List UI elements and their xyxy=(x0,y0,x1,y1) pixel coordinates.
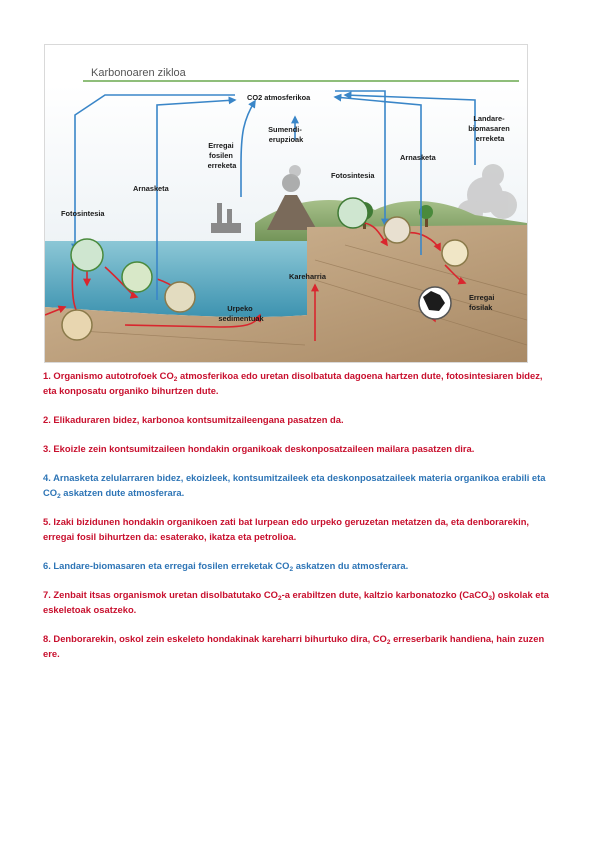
carbon-cycle-diagram: Karbonoaren zikloa xyxy=(44,44,528,363)
tree-circle xyxy=(337,197,369,229)
explanation-item-5: 5. Izaki bizidunen hondakin organikoen z… xyxy=(43,514,555,544)
explanation-item-4: 4. Arnasketa zelularraren bidez, ekoizle… xyxy=(43,470,555,500)
subscript: 3 xyxy=(488,595,493,602)
explanation-list: 1. Organismo autotrofoek CO2 atmosferiko… xyxy=(43,368,555,675)
label-urpeko-sedimentuak: Urpeko sedimentuak xyxy=(218,304,264,323)
item-text: erreserbarik handiena, hain zuzen ere. xyxy=(43,633,545,659)
volcano xyxy=(267,195,317,230)
animal-circle xyxy=(383,216,411,244)
subscript: 2 xyxy=(289,566,294,573)
label-fotosintesia-left: Fotosintesia xyxy=(61,209,105,218)
subscript: 2 xyxy=(57,493,61,500)
subscript: 2 xyxy=(173,376,178,383)
item-text: 6. Landare-biomasaren eta erregai fosile… xyxy=(43,560,290,571)
item-text: -a erabiltzen dute, kaltzio karbonatozko… xyxy=(281,589,489,600)
factory xyxy=(211,203,241,233)
sediment-circle xyxy=(61,309,93,341)
explanation-item-6: 6. Landare-biomasaren eta erregai fosile… xyxy=(43,558,555,573)
diagram-title: Karbonoaren zikloa xyxy=(91,67,187,79)
item-text: 7. Zenbait itsas organismok uretan disol… xyxy=(43,589,278,600)
label-kareharria: Kareharria xyxy=(289,272,327,281)
item-text: askatzen dute atmosferara. xyxy=(60,487,185,498)
item-text: 5. Izaki bizidunen hondakin organikoen z… xyxy=(43,516,530,542)
label-sumendi-erupzioak: Sumendi- erupzioak xyxy=(268,125,304,144)
plankton-circle xyxy=(70,238,104,272)
blue-cycle-arrows xyxy=(71,90,476,300)
explanation-item-1: 1. Organismo autotrofoek CO2 atmosferiko… xyxy=(43,368,555,398)
item-text: 4. Arnasketa zelularraren bidez, ekoizle… xyxy=(43,472,546,498)
item-text: askatzen du atmosferara. xyxy=(293,560,409,571)
fish-circle xyxy=(121,261,153,293)
label-co2-atmosferikoa: CO2 atmosferikoa xyxy=(247,93,311,102)
soil-section xyxy=(45,225,527,362)
item-text: atmosferikoa edo uretan disolbatuta dago… xyxy=(43,370,543,396)
item-text: 3. Ekoizle zein kontsumitzaileen hondaki… xyxy=(43,443,475,454)
item-text: 2. Elikaduraren bidez, karbonoa kontsumi… xyxy=(43,414,344,425)
label-erregai-fosilak: Erregai fosilak xyxy=(469,293,497,312)
label-landare-biomasa: Landare- biomasaren erreketa xyxy=(468,114,512,143)
label-arnasketa-left: Arnasketa xyxy=(133,184,170,193)
carbon-cycle-illustration: Karbonoaren zikloa xyxy=(45,67,527,362)
label-fotosintesia-right: Fotosintesia xyxy=(331,171,375,180)
volcano-smoke xyxy=(282,174,300,192)
item-text: 8. Denborarekin, oskol zein eskeleto hon… xyxy=(43,633,387,644)
organism-circles xyxy=(61,197,469,341)
shells-circle xyxy=(164,281,196,313)
explanation-item-2: 2. Elikaduraren bidez, karbonoa kontsumi… xyxy=(43,412,555,427)
subscript: 2 xyxy=(277,595,282,602)
explanation-item-3: 3. Ekoizle zein kontsumitzaileen hondaki… xyxy=(43,441,555,456)
decomposer-circle xyxy=(441,239,469,267)
item-text: ) oskolak eta eskeletoak osatzeko. xyxy=(43,589,549,615)
explanation-item-7: 7. Zenbait itsas organismok uretan disol… xyxy=(43,587,555,617)
label-erregai-erreketa: Erregai fosilen erreketa xyxy=(208,141,238,170)
explanation-item-8: 8. Denborarekin, oskol zein eskeleto hon… xyxy=(43,631,555,661)
sea xyxy=(45,241,307,318)
item-text: 1. Organismo autotrofoek CO xyxy=(43,370,174,381)
label-arnasketa-right: Arnasketa xyxy=(400,153,437,162)
subscript: 2 xyxy=(386,639,391,646)
